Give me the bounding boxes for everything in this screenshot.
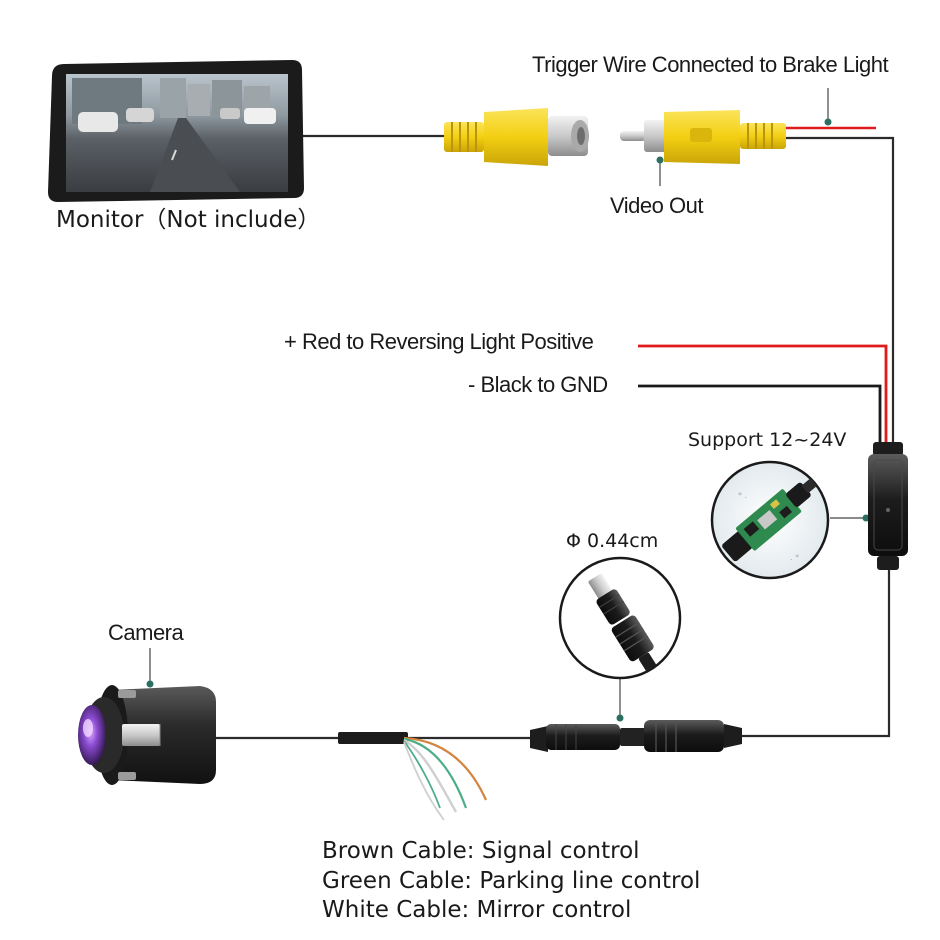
video-out-label: Video Out [610, 193, 703, 218]
rca-male-plug-icon [620, 110, 786, 164]
circuit-board-zoom-icon: * . . * [710, 460, 830, 580]
black-wire-label: - Black to GND [468, 372, 608, 397]
camera-label: Camera [108, 620, 184, 645]
cable-connector-icon [338, 720, 742, 752]
trigger-wire-label: Trigger Wire Connected to Brake Light [532, 52, 889, 77]
power-module-icon [868, 442, 908, 570]
cable-diameter-label: Φ 0.44cm [566, 530, 659, 552]
control-cables [403, 736, 488, 821]
camera-icon [78, 685, 216, 785]
monitor-label: Monitor（Not include） [56, 207, 321, 233]
wires [214, 126, 895, 740]
green-cable-label: Green Cable: Parking line control [322, 868, 701, 894]
black-ground-wire [638, 384, 882, 448]
rca-female-plug-icon [444, 108, 589, 166]
brown-cable-label: Brown Cable: Signal control [322, 838, 640, 864]
voltage-support-label: Support 12~24V [688, 429, 847, 451]
svg-text:* .: * . [738, 491, 747, 500]
main-cable [786, 136, 895, 448]
callout-pointers [146, 88, 870, 722]
svg-text:. *: . * [790, 553, 799, 562]
connector-zoom-icon [558, 556, 682, 680]
red-wire-label: + Red to Reversing Light Positive [284, 329, 594, 354]
red-power-wire [638, 344, 888, 448]
white-cable-label: White Cable: Mirror control [322, 897, 632, 923]
module-to-camera-cable [740, 570, 891, 738]
monitor-icon [48, 60, 304, 202]
